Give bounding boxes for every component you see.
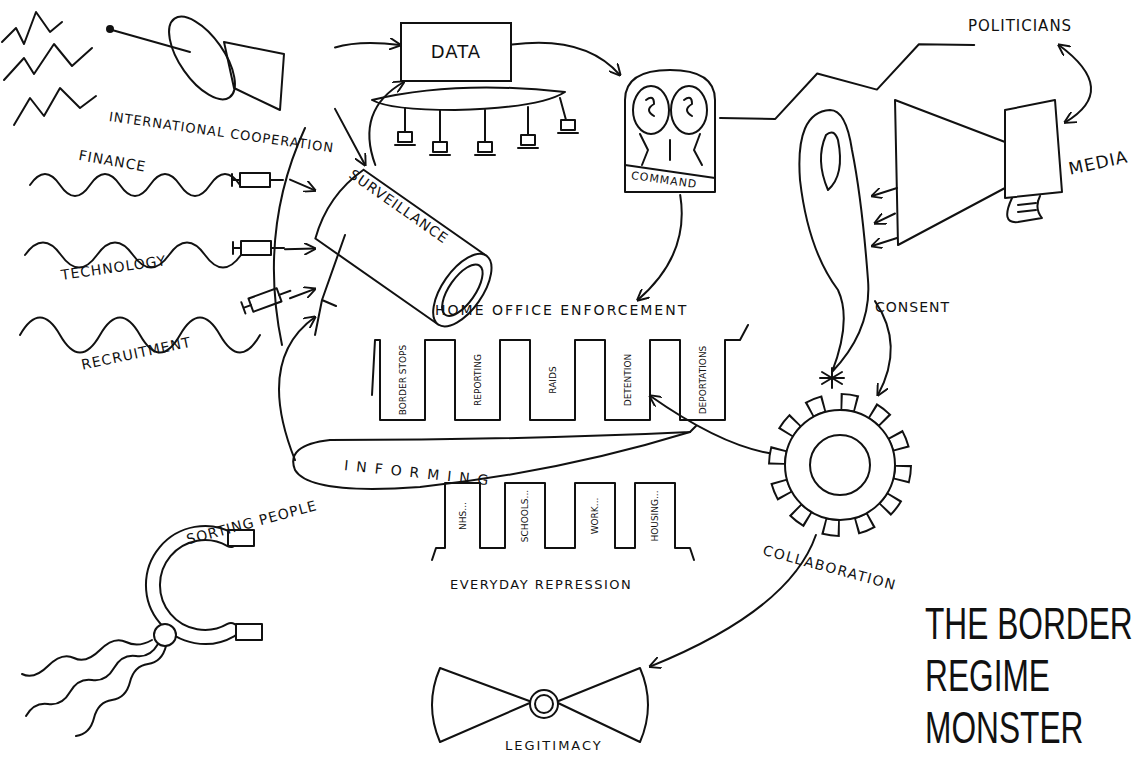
tongue — [293, 426, 696, 489]
lower-jaw — [432, 483, 694, 560]
gear — [777, 402, 903, 528]
enforcement-tooth: DEPORTATIONS — [680, 340, 725, 420]
node-label: DETENTION — [623, 354, 632, 407]
node-label: REPORTING — [473, 354, 482, 406]
media-megaphone: MEDIA — [895, 95, 1065, 250]
node-label: TECHNOLOGY — [60, 253, 167, 283]
enforcement-tooth: DETENTION — [605, 340, 650, 420]
node-label: FINANCE — [77, 148, 147, 175]
repression-tooth: HOUSING... — [635, 483, 675, 548]
node-label: LEGITIMACY — [505, 739, 603, 753]
finance-tentacle: FINANCE — [60, 150, 290, 200]
arrow-connector — [638, 195, 682, 300]
syringe-arc — [274, 128, 305, 345]
bow-tie — [432, 668, 648, 742]
node-label: SORTING PEOPLE — [185, 498, 319, 548]
arrow-connector — [875, 301, 891, 395]
node-label: POLITICIANS — [968, 18, 1072, 35]
repression-tooth: SCHOOLS... — [505, 483, 545, 548]
node-label: CONSENT — [875, 300, 950, 315]
megaphone — [872, 100, 1062, 246]
satellite-dish — [107, 6, 284, 110]
node-label: SURVEILLANCE — [346, 167, 451, 247]
node-label: INTERNATIONAL COOPERATION — [108, 110, 335, 156]
collaboration-gear: COLLABORATION — [770, 395, 910, 535]
headset — [22, 530, 262, 736]
node-label: HOUSING... — [651, 490, 660, 541]
finance-tentacle — [30, 173, 283, 196]
consent-balloon — [799, 110, 868, 388]
enforcement-tooth: REPORTING — [455, 340, 500, 420]
diagram-title: THE BORDER REGIME MONSTER — [925, 598, 1141, 754]
enforcement-jaw: HOME OFFICE ENFORCEMENT BORDER STOPS REPOR… — [375, 300, 755, 425]
sorting-headset: SORTING PEOPLE — [140, 525, 290, 650]
repression-tooth: NHS... — [445, 483, 480, 548]
arrow-connector — [285, 248, 315, 251]
node-label: RAIDS — [548, 366, 557, 393]
arrow-connector — [335, 43, 400, 48]
node-label: COMMAND — [630, 170, 698, 191]
legitimacy-bowtie: LEGITIMACY — [435, 655, 650, 765]
upper-jaw — [372, 325, 748, 420]
arrow-connector — [650, 396, 770, 454]
node-label: INFORMING — [343, 458, 497, 489]
enforcement-tooth: RAIDS — [530, 340, 575, 420]
repression-jaw: EVERYDAY REPRESSION NHS... SCHOOLS... WORK.… — [430, 478, 695, 603]
satellite-dish: INTERNATIONAL COOPERATION — [100, 15, 335, 150]
arrow-connector — [369, 82, 403, 165]
command-jar — [625, 70, 715, 192]
data-platform — [372, 88, 578, 156]
politicians-label: POLITICIANS — [960, 10, 1110, 45]
node-label: SCHOOLS... — [521, 489, 530, 541]
node-label: NHS... — [458, 502, 467, 530]
arrow-connector — [279, 317, 315, 460]
node-label: DEPORTATIONS — [698, 346, 707, 415]
informing-tongue: INFORMING — [295, 430, 690, 495]
arrow-connector — [335, 109, 365, 165]
node-label: BORDER STOPS — [398, 345, 407, 416]
arrow-connector — [720, 44, 974, 119]
data-box: DATA — [400, 22, 512, 82]
command-jar: COMMAND — [620, 70, 720, 195]
node-label: DATA — [431, 42, 481, 62]
radio-waves — [2, 12, 96, 125]
node-label: RECRUITMENT — [80, 335, 193, 373]
arrow-connector — [290, 289, 315, 298]
arrow-connector — [290, 180, 315, 191]
arrow-connector — [512, 43, 620, 75]
node-label: WORK... — [591, 497, 600, 534]
enforcement-tooth: BORDER STOPS — [380, 340, 425, 420]
technology-tentacle: TECHNOLOGY — [40, 230, 285, 290]
node-label: EVERYDAY REPRESSION — [450, 578, 632, 592]
repression-tooth: WORK... — [575, 483, 615, 548]
node-label: COLLABORATION — [761, 543, 898, 594]
node-label: HOME OFFICE ENFORCEMENT — [435, 303, 688, 318]
consent-balloon: CONSENT — [795, 105, 875, 380]
arrow-connector — [875, 214, 895, 224]
arrow-connector — [1059, 45, 1091, 122]
recruitment-tentacle: RECRUITMENT — [40, 290, 290, 390]
node-label: MEDIA — [1067, 147, 1130, 178]
